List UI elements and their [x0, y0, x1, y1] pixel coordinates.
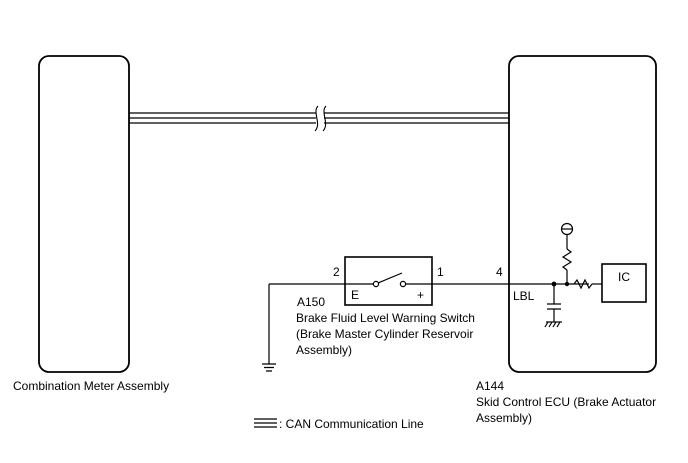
switch-pin-1: 1 — [437, 265, 444, 279]
pullup-junction-dot — [564, 281, 570, 287]
switch-contact — [345, 272, 432, 288]
ecu-pin-4: 4 — [496, 265, 503, 279]
switch-name-line3: Assembly) — [296, 343, 352, 357]
series-resistor — [573, 278, 602, 290]
capacitor-to-ground — [544, 284, 562, 328]
pullup-resistor — [561, 235, 573, 284]
ecu-name-line1: Skid Control ECU (Brake Actuator — [476, 395, 656, 409]
skid-control-ecu-block — [508, 55, 657, 373]
switch-pin-2: 2 — [333, 265, 340, 279]
vcc-symbol — [560, 222, 574, 236]
legend-can-line-symbol — [254, 418, 277, 428]
ecu-name-line2: Assembly) — [476, 411, 532, 425]
switch-code: A150 — [297, 295, 325, 309]
ic-box — [601, 263, 647, 303]
switch-name-line1: Brake Fluid Level Warning Switch — [296, 311, 475, 325]
brake-fluid-switch-box — [344, 256, 433, 306]
combination-meter-label: Combination Meter Assembly — [13, 379, 169, 393]
can-communication-line — [129, 112, 509, 124]
can-line-break-mark — [314, 105, 327, 132]
switch-terminal-plus: + — [417, 288, 424, 302]
legend-can-line-label: : CAN Communication Line — [279, 417, 424, 431]
combination-meter-block — [38, 55, 130, 373]
switch-name-line2: (Brake Master Cylinder Reservoir — [296, 327, 473, 341]
ecu-code: A144 — [476, 379, 504, 393]
ic-label: IC — [618, 270, 630, 284]
ground-symbol — [262, 284, 276, 372]
switch-terminal-e: E — [351, 288, 359, 302]
ecu-terminal-lbl: LBL — [513, 289, 535, 303]
